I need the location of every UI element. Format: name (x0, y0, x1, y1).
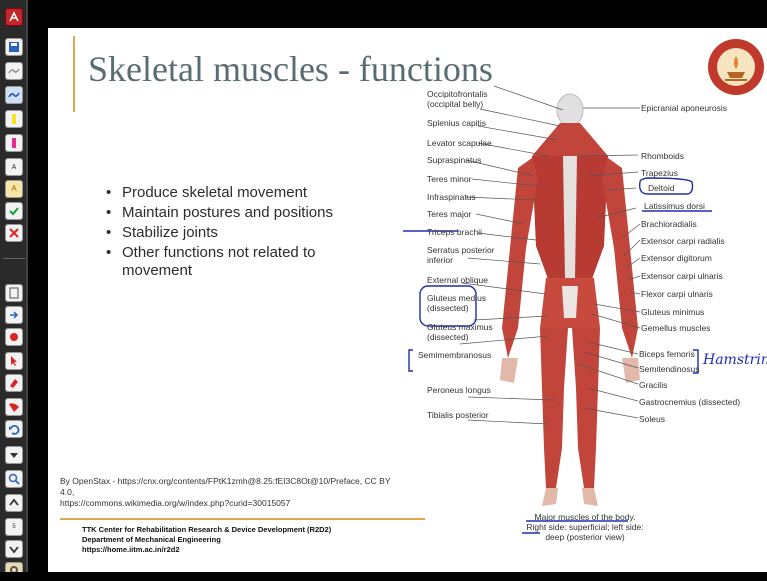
caption-line: deep (posterior view) (510, 532, 660, 542)
app-logo-icon[interactable] (5, 8, 23, 26)
label-levator-scapulae: Levator scapulae (427, 138, 492, 148)
close-icon[interactable] (5, 224, 23, 242)
pen-grey-icon[interactable] (5, 62, 23, 80)
label-occipitofrontalis: Occipitofrontalis (427, 89, 487, 99)
label-splenius-capitis: Splenius capitis (427, 118, 486, 128)
pointer-icon[interactable] (5, 352, 23, 370)
label-biceps-femoris: Biceps femoris (639, 349, 695, 359)
label-teres-minor: Teres minor (427, 174, 471, 184)
annotation-toolbar: A A 5 (0, 0, 28, 581)
label-brachioradialis: Brachioradialis (641, 219, 697, 229)
label-flexor-carpi-ulnaris: Flexor carpi ulnaris (641, 289, 713, 299)
toolbar-divider (3, 258, 25, 259)
label-serratus-posterior: Serratus posterior (427, 245, 495, 255)
label-latissimus-dorsi: Latissimus dorsi (644, 201, 705, 211)
label-trapezius: Trapezius (641, 168, 678, 178)
eraser-icon[interactable] (5, 374, 23, 392)
highlighter-yellow-icon[interactable] (5, 110, 23, 128)
pen-blue-icon[interactable] (5, 86, 23, 104)
label-gluteus-maximus: Gluteus maximus (427, 322, 493, 332)
label-serratus-inferior: inferior (427, 255, 453, 265)
label-extensor-digitorum: Extensor digitorum (641, 253, 712, 263)
label-semitendinosus: Semitendinosus (639, 364, 699, 374)
shapes-icon[interactable] (5, 398, 23, 416)
label-gluteus-maximus-dissected: (dissected) (427, 332, 469, 342)
caption-line: Major muscles of the body. (510, 512, 660, 522)
label-rhomboids: Rhomboids (641, 151, 684, 161)
save-icon[interactable] (5, 38, 23, 56)
label-infraspinatus: Infraspinatus (427, 192, 476, 202)
label-supraspinatus: Supraspinatus (427, 155, 481, 165)
label-gemellus-muscles: Gemellus muscles (641, 323, 710, 333)
slide: Skeletal muscles - functions Produce ske… (48, 28, 767, 572)
label-gastrocnemius: Gastrocnemius (dissected) (639, 397, 740, 407)
bottom-bar (0, 572, 767, 581)
page-icon[interactable] (5, 284, 23, 302)
label-deltoid: Deltoid (648, 183, 674, 193)
up-icon[interactable] (5, 494, 23, 512)
handwritten-hamstrings-annotation: Hamstrings (703, 352, 767, 368)
figure-caption: Major muscles of the body. Right side: s… (510, 512, 660, 542)
highlighter-pink-icon[interactable] (5, 134, 23, 152)
check-icon[interactable] (5, 202, 23, 220)
label-soleus: Soleus (639, 414, 665, 424)
zoom-icon[interactable] (5, 470, 23, 488)
down-icon[interactable] (5, 540, 23, 558)
label-gluteus-medius-dissected: (dissected) (427, 303, 469, 313)
text-small-icon[interactable]: A (5, 158, 23, 176)
label-occipital-belly: (occipital belly) (427, 99, 483, 109)
hand-icon[interactable] (5, 328, 23, 346)
label-extensor-carpi-ulnaris: Extensor carpi ulnaris (641, 271, 723, 281)
label-gluteus-minimus: Gluteus minimus (641, 307, 704, 317)
top-bar (0, 0, 767, 28)
text-large-icon[interactable]: A (5, 180, 23, 198)
label-tibialis-posterior: Tibialis posterior (427, 410, 489, 420)
label-peroneus-longus: Peroneus longus (427, 385, 491, 395)
dropdown-icon[interactable] (5, 446, 23, 464)
page-number-icon[interactable]: 5 (5, 518, 23, 536)
label-extensor-carpi-radialis: Extensor carpi radialis (641, 236, 725, 246)
label-gluteus-medius: Gluteus medius (427, 293, 486, 303)
label-gracilis: Gracilis (639, 380, 667, 390)
label-external-oblique: External oblique (427, 275, 488, 285)
undo-icon[interactable] (5, 420, 23, 438)
label-epicranial-aponeurosis: Epicranial aponeurosis (641, 103, 727, 113)
label-semimembranosus: Semimembranosus (418, 350, 491, 360)
caption-line: Right side: superficial; left side: (510, 522, 660, 532)
label-triceps-brachii: Triceps brachii (427, 227, 482, 237)
label-teres-major: Teres major (427, 209, 471, 219)
import-icon[interactable] (5, 306, 23, 324)
